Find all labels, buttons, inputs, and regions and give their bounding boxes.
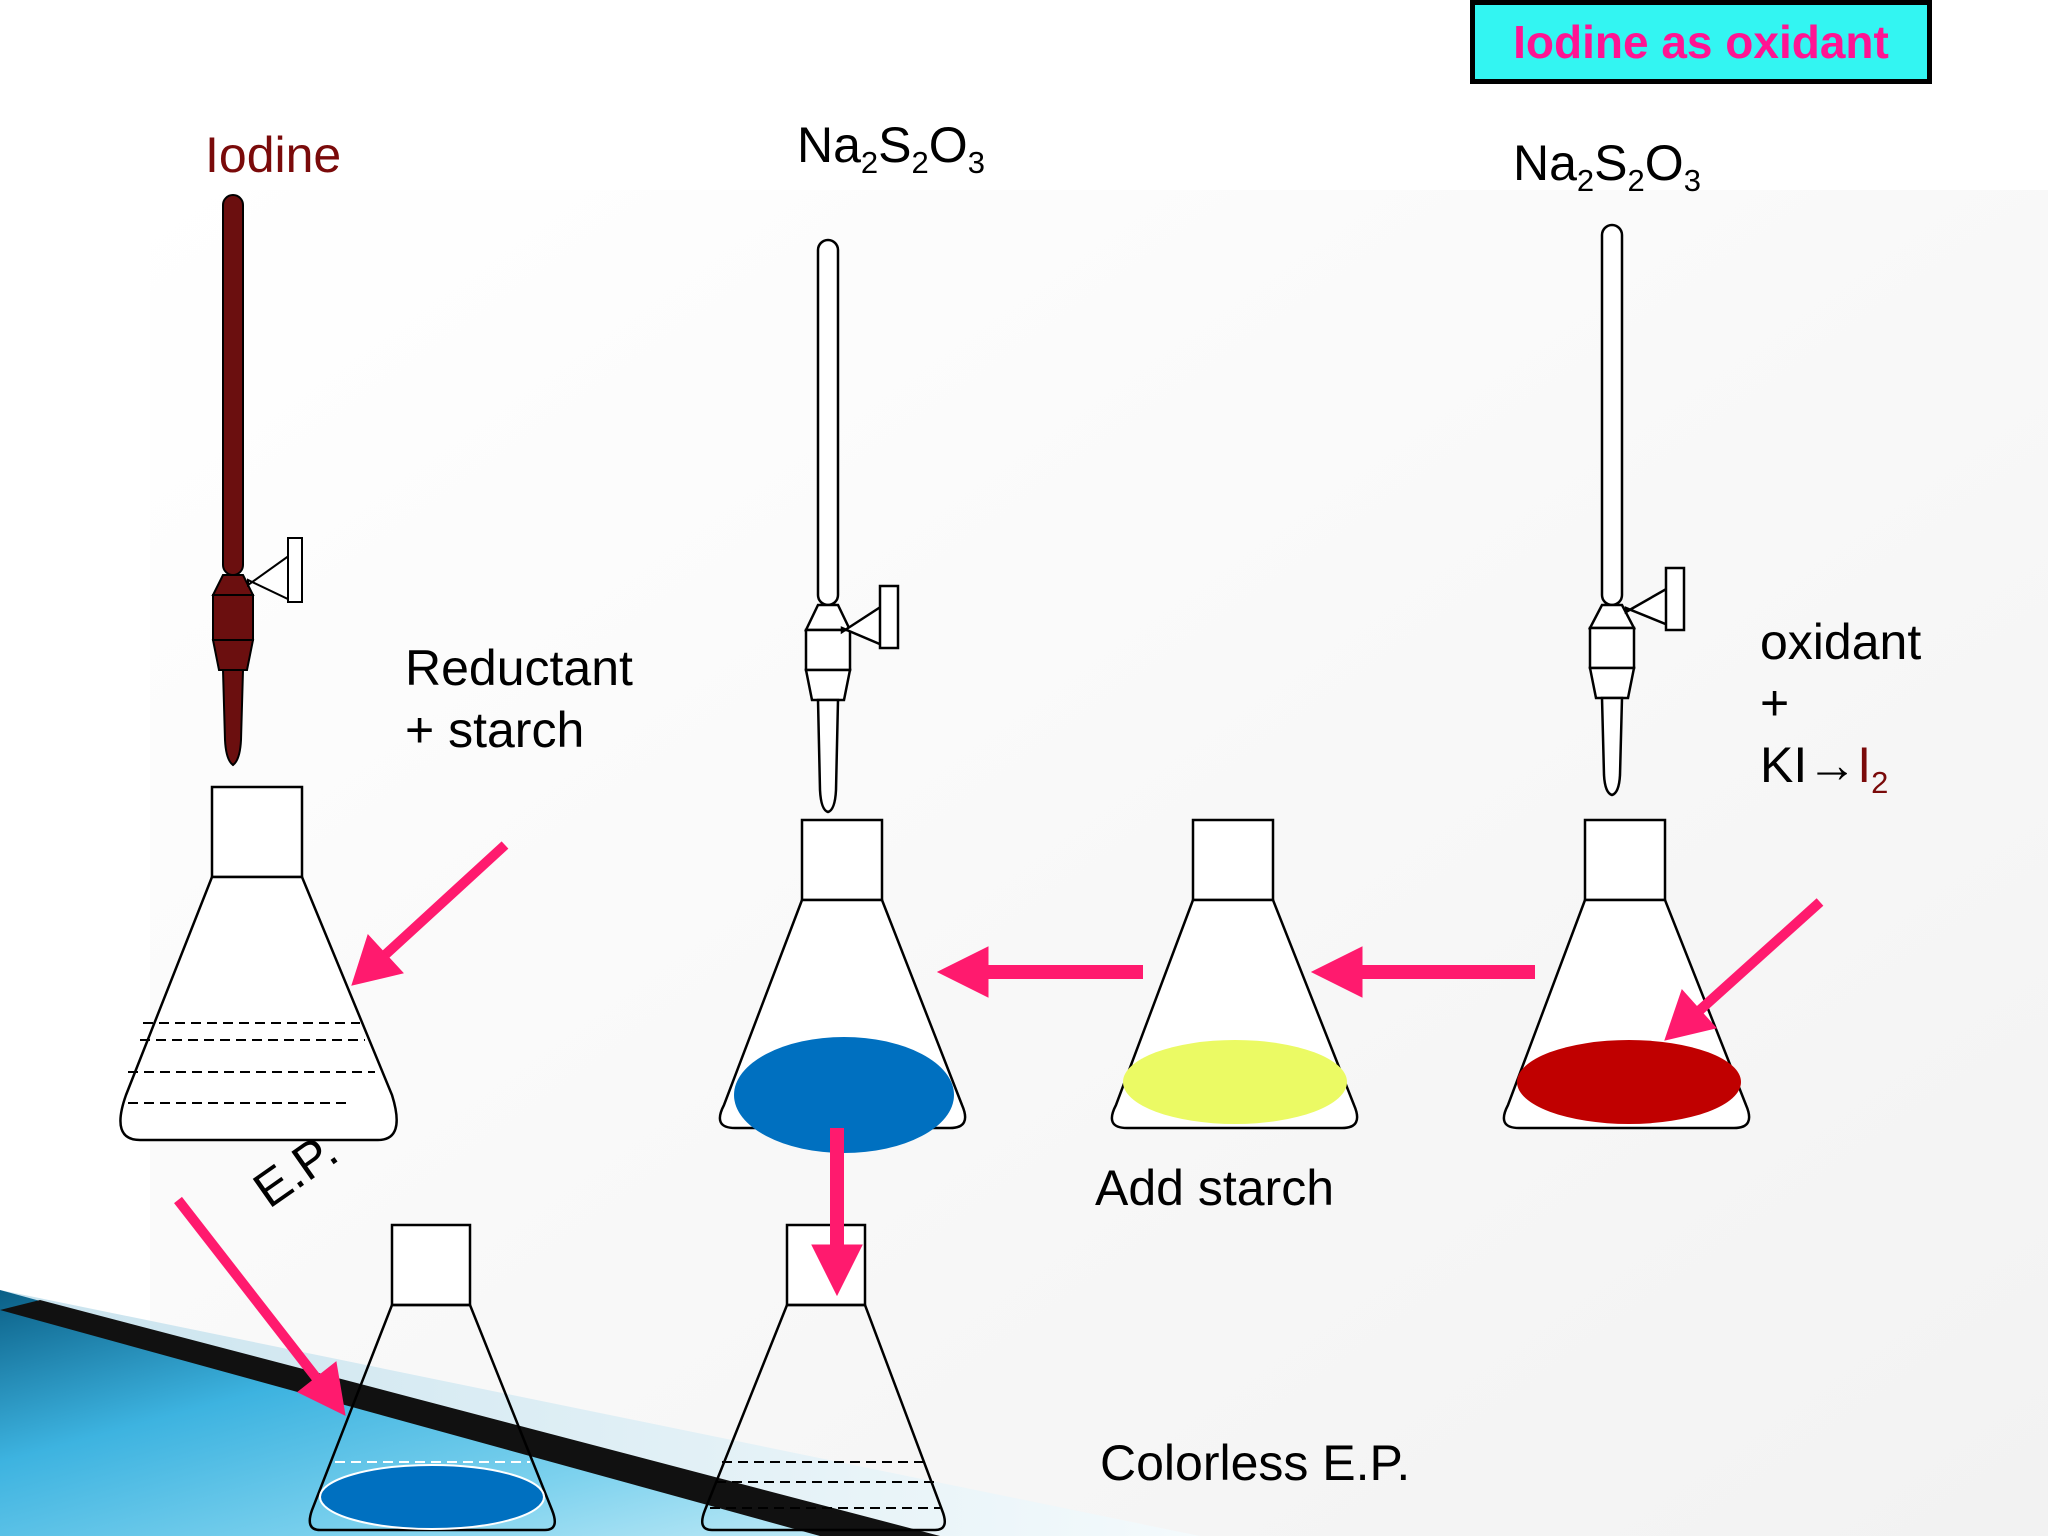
formula-na: Na	[1513, 135, 1577, 191]
formula-s: S	[1594, 135, 1628, 191]
colorless-ep-label: Colorless E.P.	[1100, 1435, 1411, 1491]
red-solution	[1517, 1040, 1741, 1124]
ki-reaction-label: KI→I2	[1760, 737, 1888, 798]
formula-sub-na: 2	[1576, 162, 1595, 198]
reductant-flask	[119, 785, 398, 1142]
formula-o: O	[928, 117, 968, 173]
iodine-symbol: I	[1857, 737, 1872, 793]
starch-label: + starch	[405, 702, 585, 758]
slide-title: Iodine as oxidant	[1470, 0, 1932, 84]
iodine-burette	[211, 194, 303, 767]
formula-sub-na: 2	[860, 144, 879, 180]
formula-sub-o: 3	[1683, 162, 1701, 198]
thiosulfate-label-right: Na2S2O3	[1513, 135, 1701, 196]
thiosulfate-burette-middle	[804, 238, 900, 814]
ep-flask-blue	[308, 1223, 557, 1532]
oxidant-label: oxidant	[1760, 614, 1922, 670]
yellow-solution	[1123, 1040, 1347, 1124]
thiosulfate-burette-right	[1587, 223, 1686, 797]
plus-label: +	[1760, 675, 1790, 731]
ep-blue-solution	[319, 1464, 545, 1530]
formula-sub-s: 2	[1627, 162, 1645, 198]
formula-o: O	[1644, 135, 1684, 191]
iodine-subscript: 2	[1871, 764, 1889, 800]
formula-s: S	[878, 117, 912, 173]
formula-na: Na	[797, 117, 861, 173]
ki-arrow-text: KI→	[1760, 737, 1858, 793]
formula-sub-o: 3	[967, 144, 985, 180]
colorless-flask	[700, 1223, 947, 1532]
iodine-label: Iodine	[205, 127, 342, 183]
arrows	[174, 841, 1824, 1416]
formula-sub-s: 2	[911, 144, 929, 180]
thiosulfate-label-middle: Na2S2O3	[797, 117, 985, 178]
add-starch-label: Add starch	[1095, 1160, 1335, 1216]
blue-solution	[734, 1037, 954, 1153]
reductant-label: Reductant	[405, 640, 633, 696]
content-background	[150, 190, 2048, 1536]
